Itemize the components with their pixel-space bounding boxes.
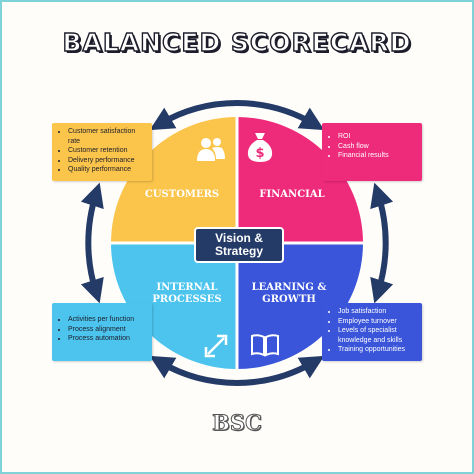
customers-label: CUSTOMERS xyxy=(144,189,220,200)
internal-processes-line2: PROCESSES xyxy=(152,294,222,305)
internal-note-item: Activities per function xyxy=(68,315,146,325)
customers-note-item: Quality performance xyxy=(68,165,146,175)
financial-note: ROI Cash flow Financial results xyxy=(322,123,422,181)
learning-note-item: Levels of specialist knowledge and skill… xyxy=(338,326,416,345)
learning-note-item: Job satisfaction xyxy=(338,307,416,317)
learning-growth-label: LEARNING & GROWTH xyxy=(244,282,334,306)
left-arrow xyxy=(80,182,104,304)
learning-growth-note: Job satisfaction Employee turnover Level… xyxy=(322,303,422,361)
vision-line: Vision & xyxy=(215,231,263,245)
customers-note: Customer satisfaction rate Customer rete… xyxy=(52,123,152,181)
vision-strategy-box: Vision & Strategy xyxy=(194,227,284,263)
financial-note-item: Financial results xyxy=(338,151,416,161)
financial-label: FINANCIAL xyxy=(259,189,325,200)
page-title: BALANCED SCORECARD xyxy=(62,27,412,57)
financial-note-item: Cash flow xyxy=(338,142,416,152)
book-icon xyxy=(251,334,279,357)
internal-processes-quadrant xyxy=(111,243,237,369)
learning-note-item: Employee turnover xyxy=(338,317,416,327)
learning-note-item: Training opportunities xyxy=(338,345,416,355)
customers-note-item: Delivery performance xyxy=(68,156,146,166)
learning-growth-line1: LEARNING & xyxy=(251,282,327,293)
customers-note-item: Customer satisfaction rate xyxy=(68,127,146,146)
footer-bsc: BSC xyxy=(212,410,263,436)
financial-note-item: ROI xyxy=(338,132,416,142)
internal-processes-line1: INTERNAL xyxy=(156,282,218,293)
customers-quadrant xyxy=(111,117,237,243)
learning-growth-quadrant xyxy=(237,243,363,369)
internal-processes-note: Activities per function Process alignmen… xyxy=(52,303,152,361)
internal-note-item: Process automation xyxy=(68,334,146,344)
svg-text:$: $ xyxy=(255,146,264,161)
bottom-arrow xyxy=(149,355,325,386)
money-bag-icon: $ xyxy=(247,133,273,162)
internal-note-item: Process alignment xyxy=(68,325,146,335)
right-arrow xyxy=(370,182,394,304)
learning-growth-line2: GROWTH xyxy=(262,294,316,305)
strategy-line: Strategy xyxy=(214,244,264,258)
expand-arrows-icon xyxy=(204,334,228,358)
people-icon xyxy=(197,138,225,161)
customers-note-item: Customer retention xyxy=(68,146,146,156)
internal-processes-label: INTERNAL PROCESSES xyxy=(142,282,232,306)
top-arrow xyxy=(149,100,325,131)
